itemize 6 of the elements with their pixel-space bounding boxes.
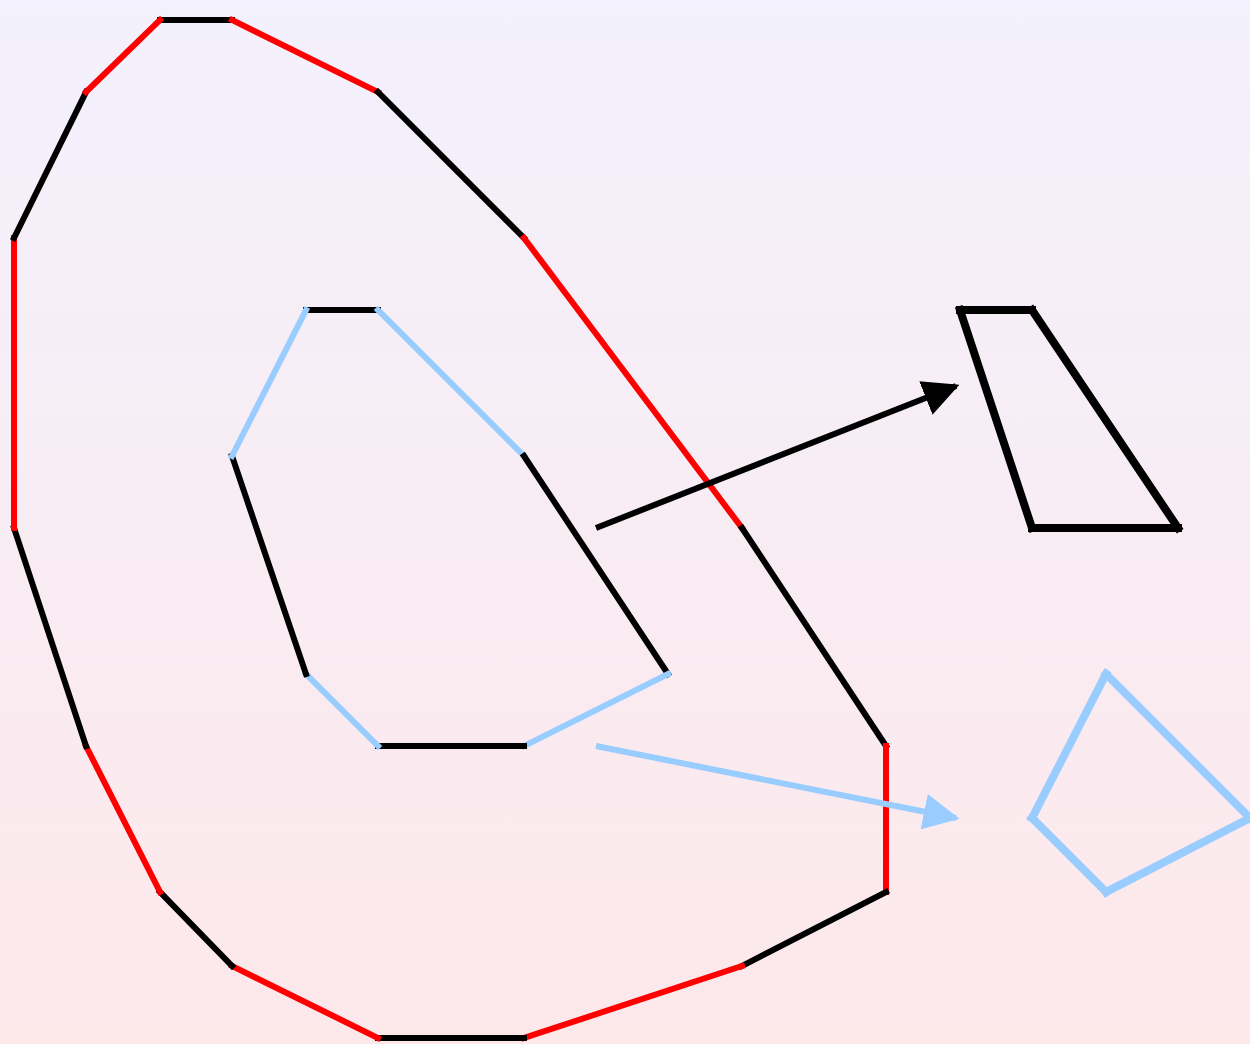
- arrow: [595, 743, 960, 830]
- arrow: [594, 381, 960, 531]
- inner-polygon-drawing: [229, 307, 671, 749]
- outer-polygon-drawing: [11, 17, 889, 1041]
- trapezoid-shape: [956, 306, 1182, 532]
- quadrilateral-shape: [1028, 670, 1250, 896]
